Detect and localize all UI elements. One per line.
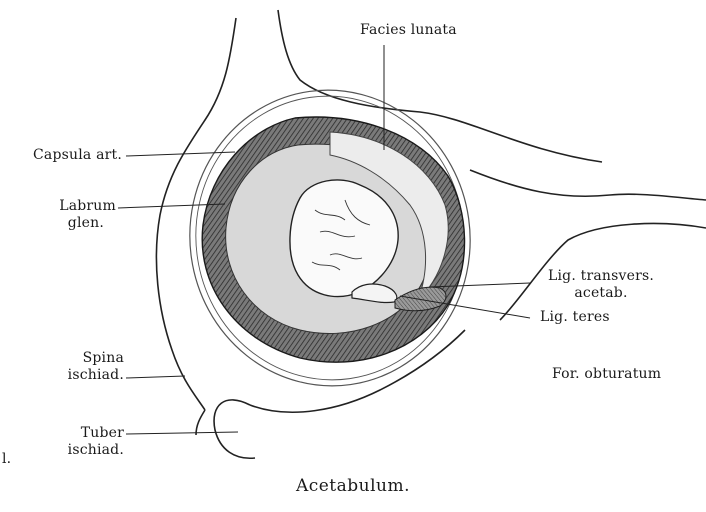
label-lig-transvers-acetab: Lig. transvers. acetab. <box>540 268 662 302</box>
label-tuber-ischiad: Tuber ischiad. <box>0 425 124 459</box>
label-for-obturatum: For. obturatum <box>552 366 661 383</box>
figure-caption: Acetabulum. <box>0 476 706 496</box>
label-labrum-glen: Labrum glen. <box>0 198 116 232</box>
label-edge-fragment: l. <box>2 451 11 468</box>
label-facies-lunata: Facies lunata <box>360 22 457 39</box>
label-capsula-art: Capsula art. <box>0 147 122 164</box>
label-lig-teres: Lig. teres <box>540 309 610 326</box>
label-spina-ischiad: Spina ischiad. <box>0 350 124 384</box>
